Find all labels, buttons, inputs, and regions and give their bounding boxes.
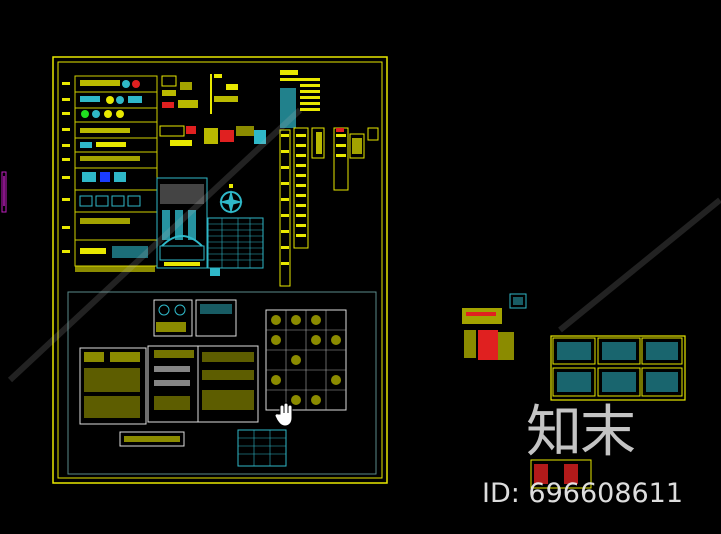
symbol-cluster-mid[interactable] — [204, 74, 266, 144]
bottom-right-sheet[interactable] — [530, 459, 592, 489]
detail-drawings-frame[interactable] — [67, 291, 377, 475]
background-watermark — [7, 107, 721, 383]
main-drawing-sheet[interactable] — [52, 56, 388, 484]
watermark-id: ID: 696608611 — [482, 478, 684, 509]
material-list-columns[interactable] — [279, 70, 379, 287]
watermark-logo: 知末 — [526, 400, 636, 465]
north-arrow-compass-icon — [219, 184, 243, 214]
hand-pan-icon — [274, 402, 293, 427]
symbol-cluster-top[interactable] — [159, 75, 198, 146]
right-sheet-set[interactable] — [550, 335, 686, 401]
right-small-drawings[interactable] — [462, 293, 527, 360]
schedule-table[interactable] — [207, 217, 264, 276]
left-edge-marker — [1, 171, 7, 213]
legend-table[interactable] — [62, 75, 158, 272]
gate-elevation-drawing[interactable] — [156, 177, 208, 269]
